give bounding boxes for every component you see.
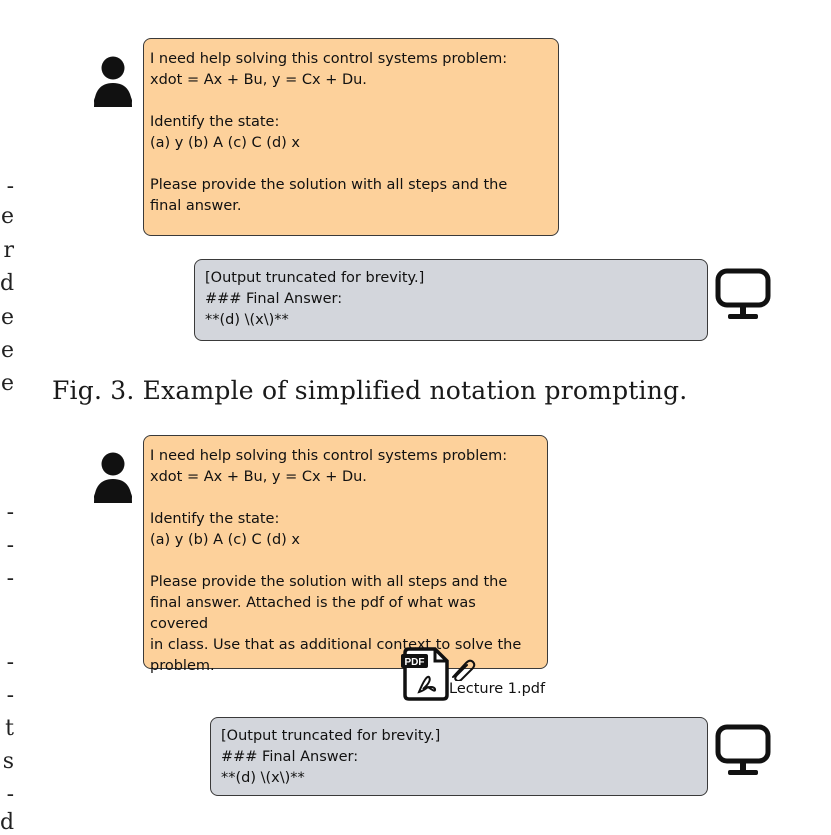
ai-response-bubble: [Output truncated for brevity.] ### Fina…: [210, 717, 708, 796]
margin-fragment: d: [0, 271, 15, 296]
person-icon: [94, 452, 132, 503]
pdf-badge-text: PDF: [405, 657, 425, 668]
margin-fragment: -: [6, 782, 14, 807]
margin-fragment: -: [6, 566, 14, 591]
margin-fragment: s: [2, 749, 14, 774]
monitor-icon: [715, 268, 771, 319]
user-prompt-bubble: I need help solving this control systems…: [143, 38, 559, 236]
margin-fragment: e: [0, 305, 14, 330]
attachment-filename: Lecture 1.pdf: [449, 681, 546, 697]
margin-fragment: t: [5, 716, 14, 741]
margin-fragment: d: [0, 810, 15, 835]
margin-fragment: e: [0, 204, 14, 229]
margin-fragment: -: [6, 650, 14, 675]
margin-fragment: -: [6, 500, 14, 525]
margin-fragment: -: [6, 683, 14, 708]
margin-fragment: e: [0, 338, 14, 363]
margin-fragment: -: [6, 174, 14, 199]
paperclip-icon: [452, 659, 476, 681]
margin-fragment: e: [0, 371, 14, 396]
margin-fragment: -: [6, 533, 14, 558]
user-prompt-bubble: I need help solving this control systems…: [143, 435, 548, 674]
pdf-file-icon: PDF: [401, 647, 449, 701]
margin-fragment: r: [3, 238, 14, 263]
ai-response-bubble: [Output truncated for brevity.] ### Fina…: [194, 259, 708, 341]
figure-caption: Fig. 3. Example of simplified notation p…: [52, 376, 688, 405]
monitor-icon: [715, 724, 771, 775]
person-icon: [94, 56, 132, 107]
